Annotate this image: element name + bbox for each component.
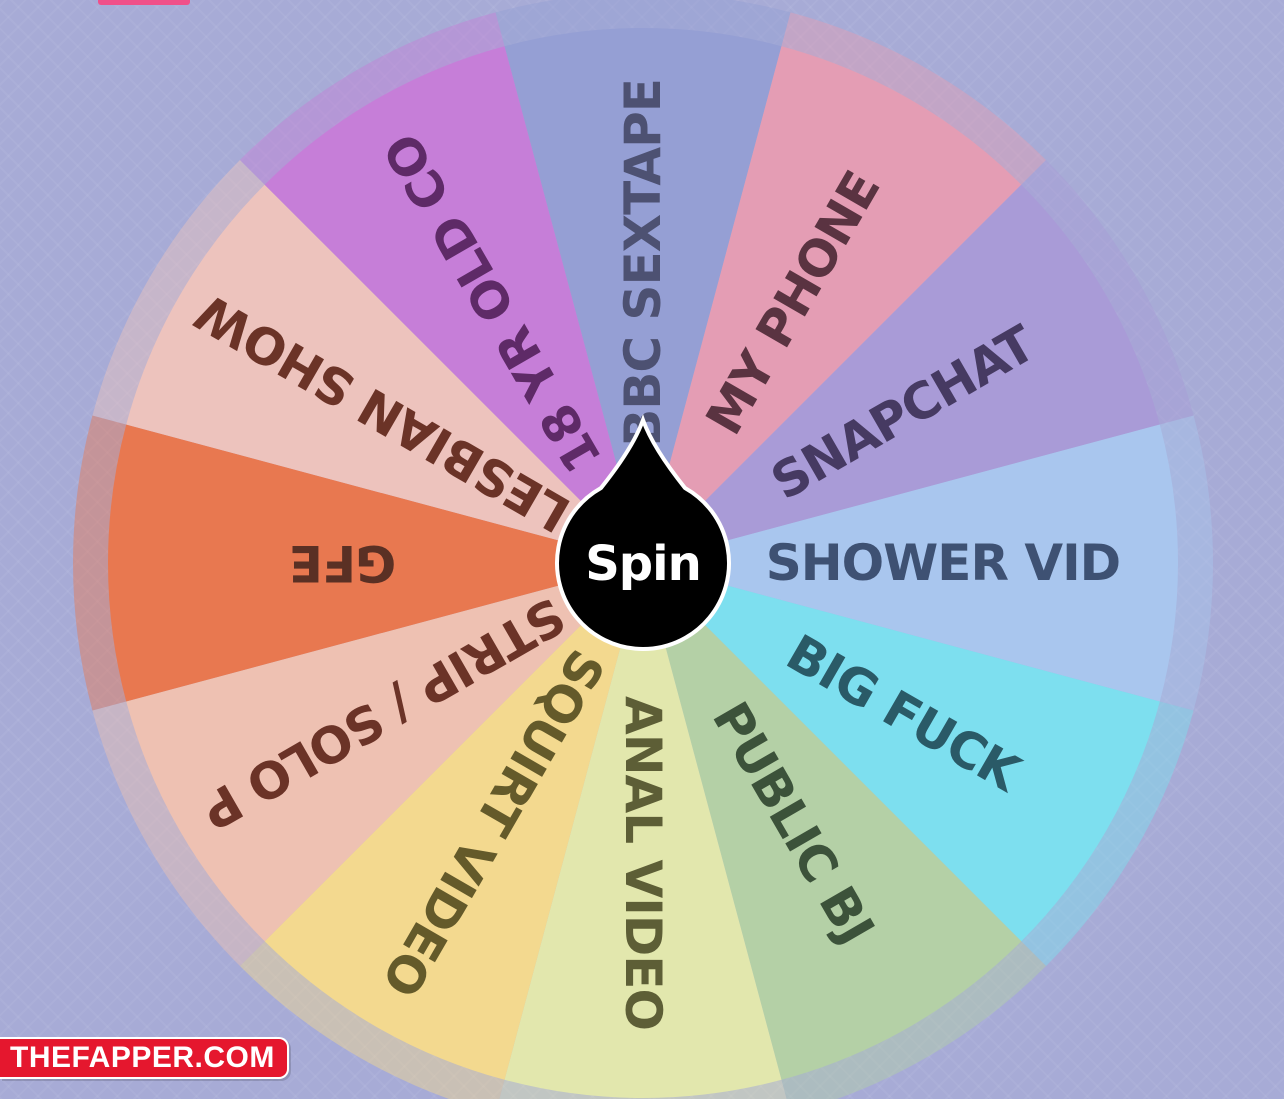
watermark: THEFAPPER.COM [0, 1037, 289, 1079]
wheel-segment [643, 424, 1178, 702]
wheel-segment [643, 46, 1022, 564]
wheel-segment-label: SHOWER VID [766, 534, 1120, 592]
spin-pointer [555, 414, 731, 651]
wheel-segment [504, 563, 782, 1098]
wheel-segment-label: ANAL VIDEO [614, 696, 672, 1030]
wheel-segment [126, 184, 644, 563]
wheel-segment [126, 563, 644, 942]
wheel-segment [107, 424, 643, 702]
spin-button[interactable]: Spin [555, 414, 731, 651]
wheel-segment-label: BBC SEXTAPE [614, 79, 672, 447]
wheel-segment [643, 563, 1022, 1080]
wheel-segment [264, 563, 643, 1080]
wheel-segment [264, 46, 643, 564]
wheel-segment [504, 28, 782, 563]
spin-button-label[interactable]: Spin [585, 536, 702, 592]
wheel-segment-label: GFE [290, 534, 396, 592]
wheel-segment [643, 563, 1160, 942]
wheel-segment [643, 184, 1160, 563]
top-accent-bar [98, 0, 190, 5]
